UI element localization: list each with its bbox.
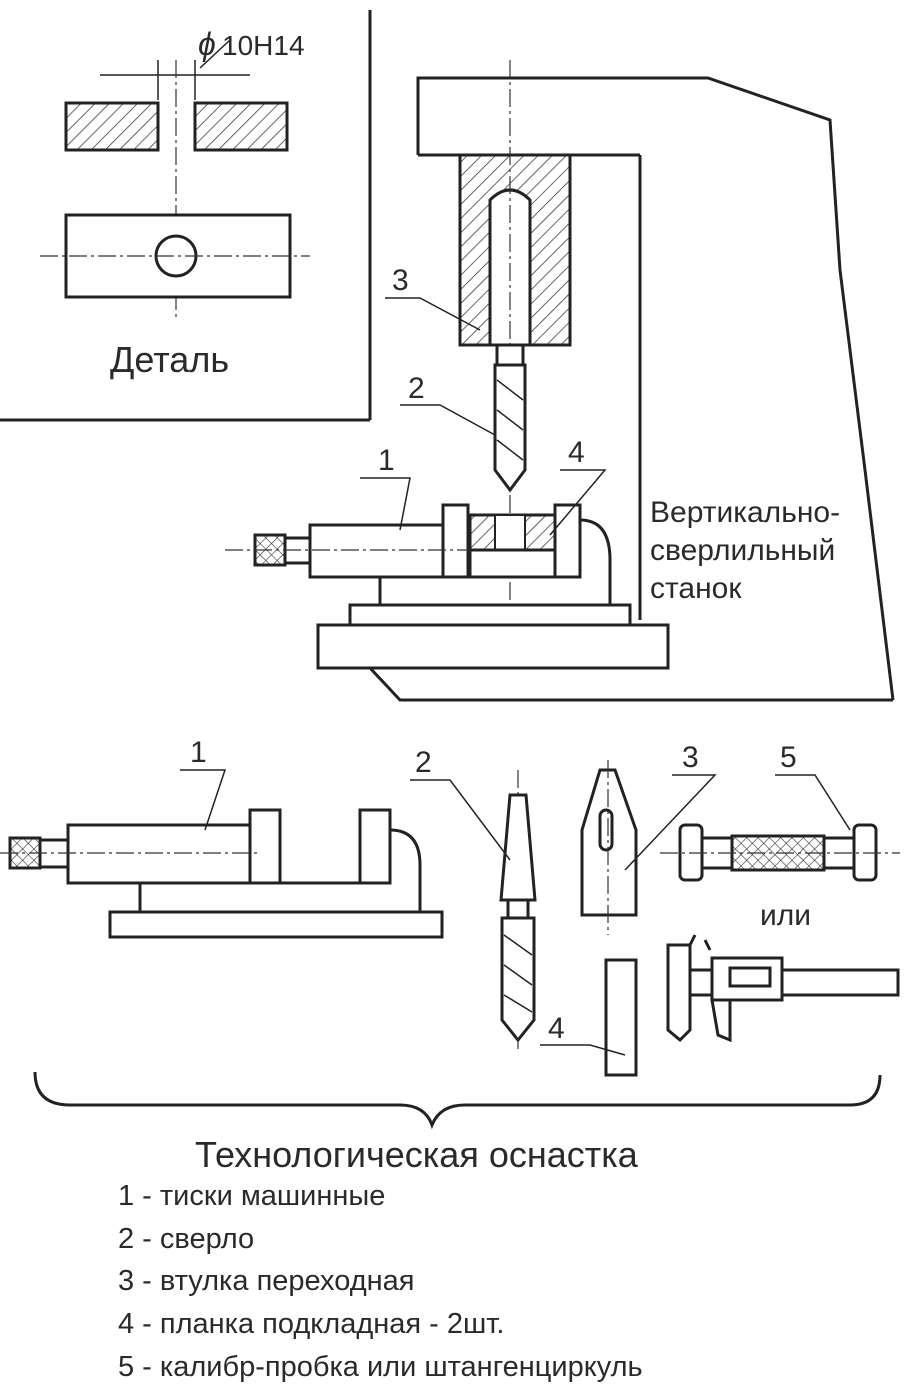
tool-callout-1: 1 (190, 736, 207, 769)
machine-label-line3: станок (650, 572, 742, 605)
grouping-brace (33, 1071, 882, 1130)
tool-callout-2: 2 (415, 746, 432, 779)
drill-tool: 2 (410, 746, 537, 1050)
drilling-machine (225, 60, 895, 702)
caliper-tool (666, 934, 900, 1043)
support-plate-tool: 4 (540, 958, 638, 1077)
tool-callout-3: 3 (682, 741, 699, 774)
machine-label-line2: сверлильный (650, 534, 835, 567)
dimension-label: 10H14 (222, 30, 305, 61)
diameter-symbol: ϕ (198, 26, 216, 62)
legend: Технологическая оснастка 1 - тиски машин… (118, 1134, 643, 1383)
callout-2: 2 (408, 372, 425, 405)
machine-callouts: 3 2 1 4 Вертикально- сверлильный станок (360, 264, 840, 605)
detail-caption: Деталь (110, 339, 229, 380)
tool-callout-4: 4 (548, 1012, 565, 1045)
callout-4: 4 (568, 436, 585, 469)
plug-gauge-tool: 5 или (660, 741, 900, 932)
vise-tool: 1 (0, 736, 444, 939)
machine-label-line1: Вертикально- (650, 496, 840, 529)
legend-item: 1 - тиски машинные (118, 1180, 385, 1212)
detail-drawing: ϕ 10H14 Деталь (40, 26, 310, 380)
tool-callout-5: 5 (780, 741, 797, 774)
callout-3: 3 (392, 264, 409, 297)
adapter-sleeve-tool: 3 (580, 741, 717, 935)
legend-item: 2 - сверло (118, 1223, 254, 1255)
or-label: или (760, 899, 811, 932)
callout-1: 1 (378, 444, 395, 477)
legend-item: 4 - планка подкладная - 2шт. (118, 1308, 504, 1340)
detail-frame (0, 10, 372, 422)
legend-item: 5 - калибр-пробка или штангенциркуль (118, 1351, 643, 1383)
legend-item: 3 - втулка переходная (118, 1265, 414, 1297)
legend-title: Технологическая оснастка (195, 1134, 639, 1175)
